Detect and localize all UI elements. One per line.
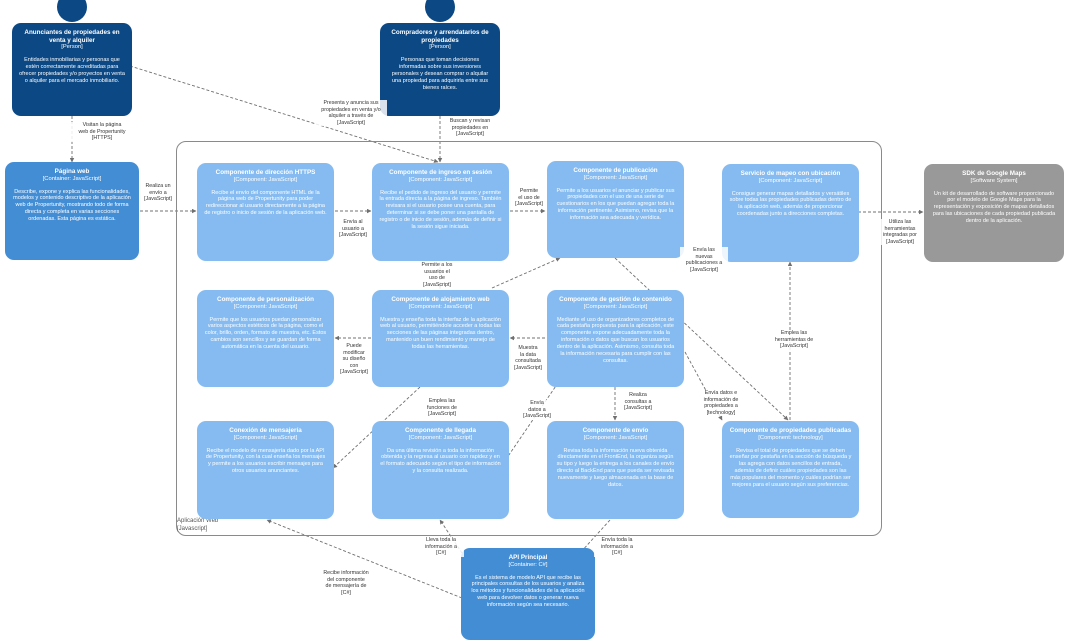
component-ingreso-sesion[interactable]: Componente de ingreso en sesión [Compone… xyxy=(372,163,509,261)
container-api-principal[interactable]: API Principal [Container: C#] Es el sist… xyxy=(461,548,595,640)
component-propiedades[interactable]: Componente de propiedades publicadas [Co… xyxy=(722,421,859,518)
edge-gestion-propiedades xyxy=(684,351,723,421)
web-app-boundary-label: Aplicación Web [Javascript] xyxy=(177,518,219,532)
edge-api-mensajeria xyxy=(266,519,463,599)
edge-anunciantes-ingreso xyxy=(129,65,439,163)
component-publicacion[interactable]: Componente de publicación [Component: Ja… xyxy=(547,161,684,258)
component-gestion[interactable]: Componente de gestión de contenido [Comp… xyxy=(547,290,684,387)
person-anunciantes[interactable]: Anunciantes de propiedades en venta y al… xyxy=(12,23,132,116)
component-personalizacion[interactable]: Componente de personalización [Component… xyxy=(197,290,334,387)
anunciantes-head-icon xyxy=(57,0,87,22)
component-mapeo[interactable]: Servicio de mapeo con ubicación [Compone… xyxy=(722,164,859,262)
edge-alojamiento-publicacion xyxy=(491,257,561,289)
component-llegada[interactable]: Componente de llegada [Component: JavaSc… xyxy=(372,421,509,519)
container-pagina-web[interactable]: Página web [Container: JavaScript] Descr… xyxy=(5,162,139,260)
edge-llegada-gestion xyxy=(499,379,561,469)
system-google-maps[interactable]: SDK de Google Maps [Software System] Un … xyxy=(924,164,1064,262)
component-direccion-https[interactable]: Componente de dirección HTTPS [Component… xyxy=(197,163,334,261)
component-alojamiento[interactable]: Componente de alojamiento web [Component… xyxy=(372,290,509,387)
web-app-boundary xyxy=(176,141,882,536)
component-envio[interactable]: Componente de envío [Component: JavaScri… xyxy=(547,421,684,519)
edge-publicacion-propiedades xyxy=(614,257,789,421)
component-mensajeria[interactable]: Conexión de mensajería [Component: JavaS… xyxy=(197,421,334,519)
person-compradores[interactable]: Compradores y arrendatarios de propiedad… xyxy=(380,23,500,116)
compradores-head-icon xyxy=(425,0,455,22)
edge-envio-api xyxy=(579,519,611,554)
